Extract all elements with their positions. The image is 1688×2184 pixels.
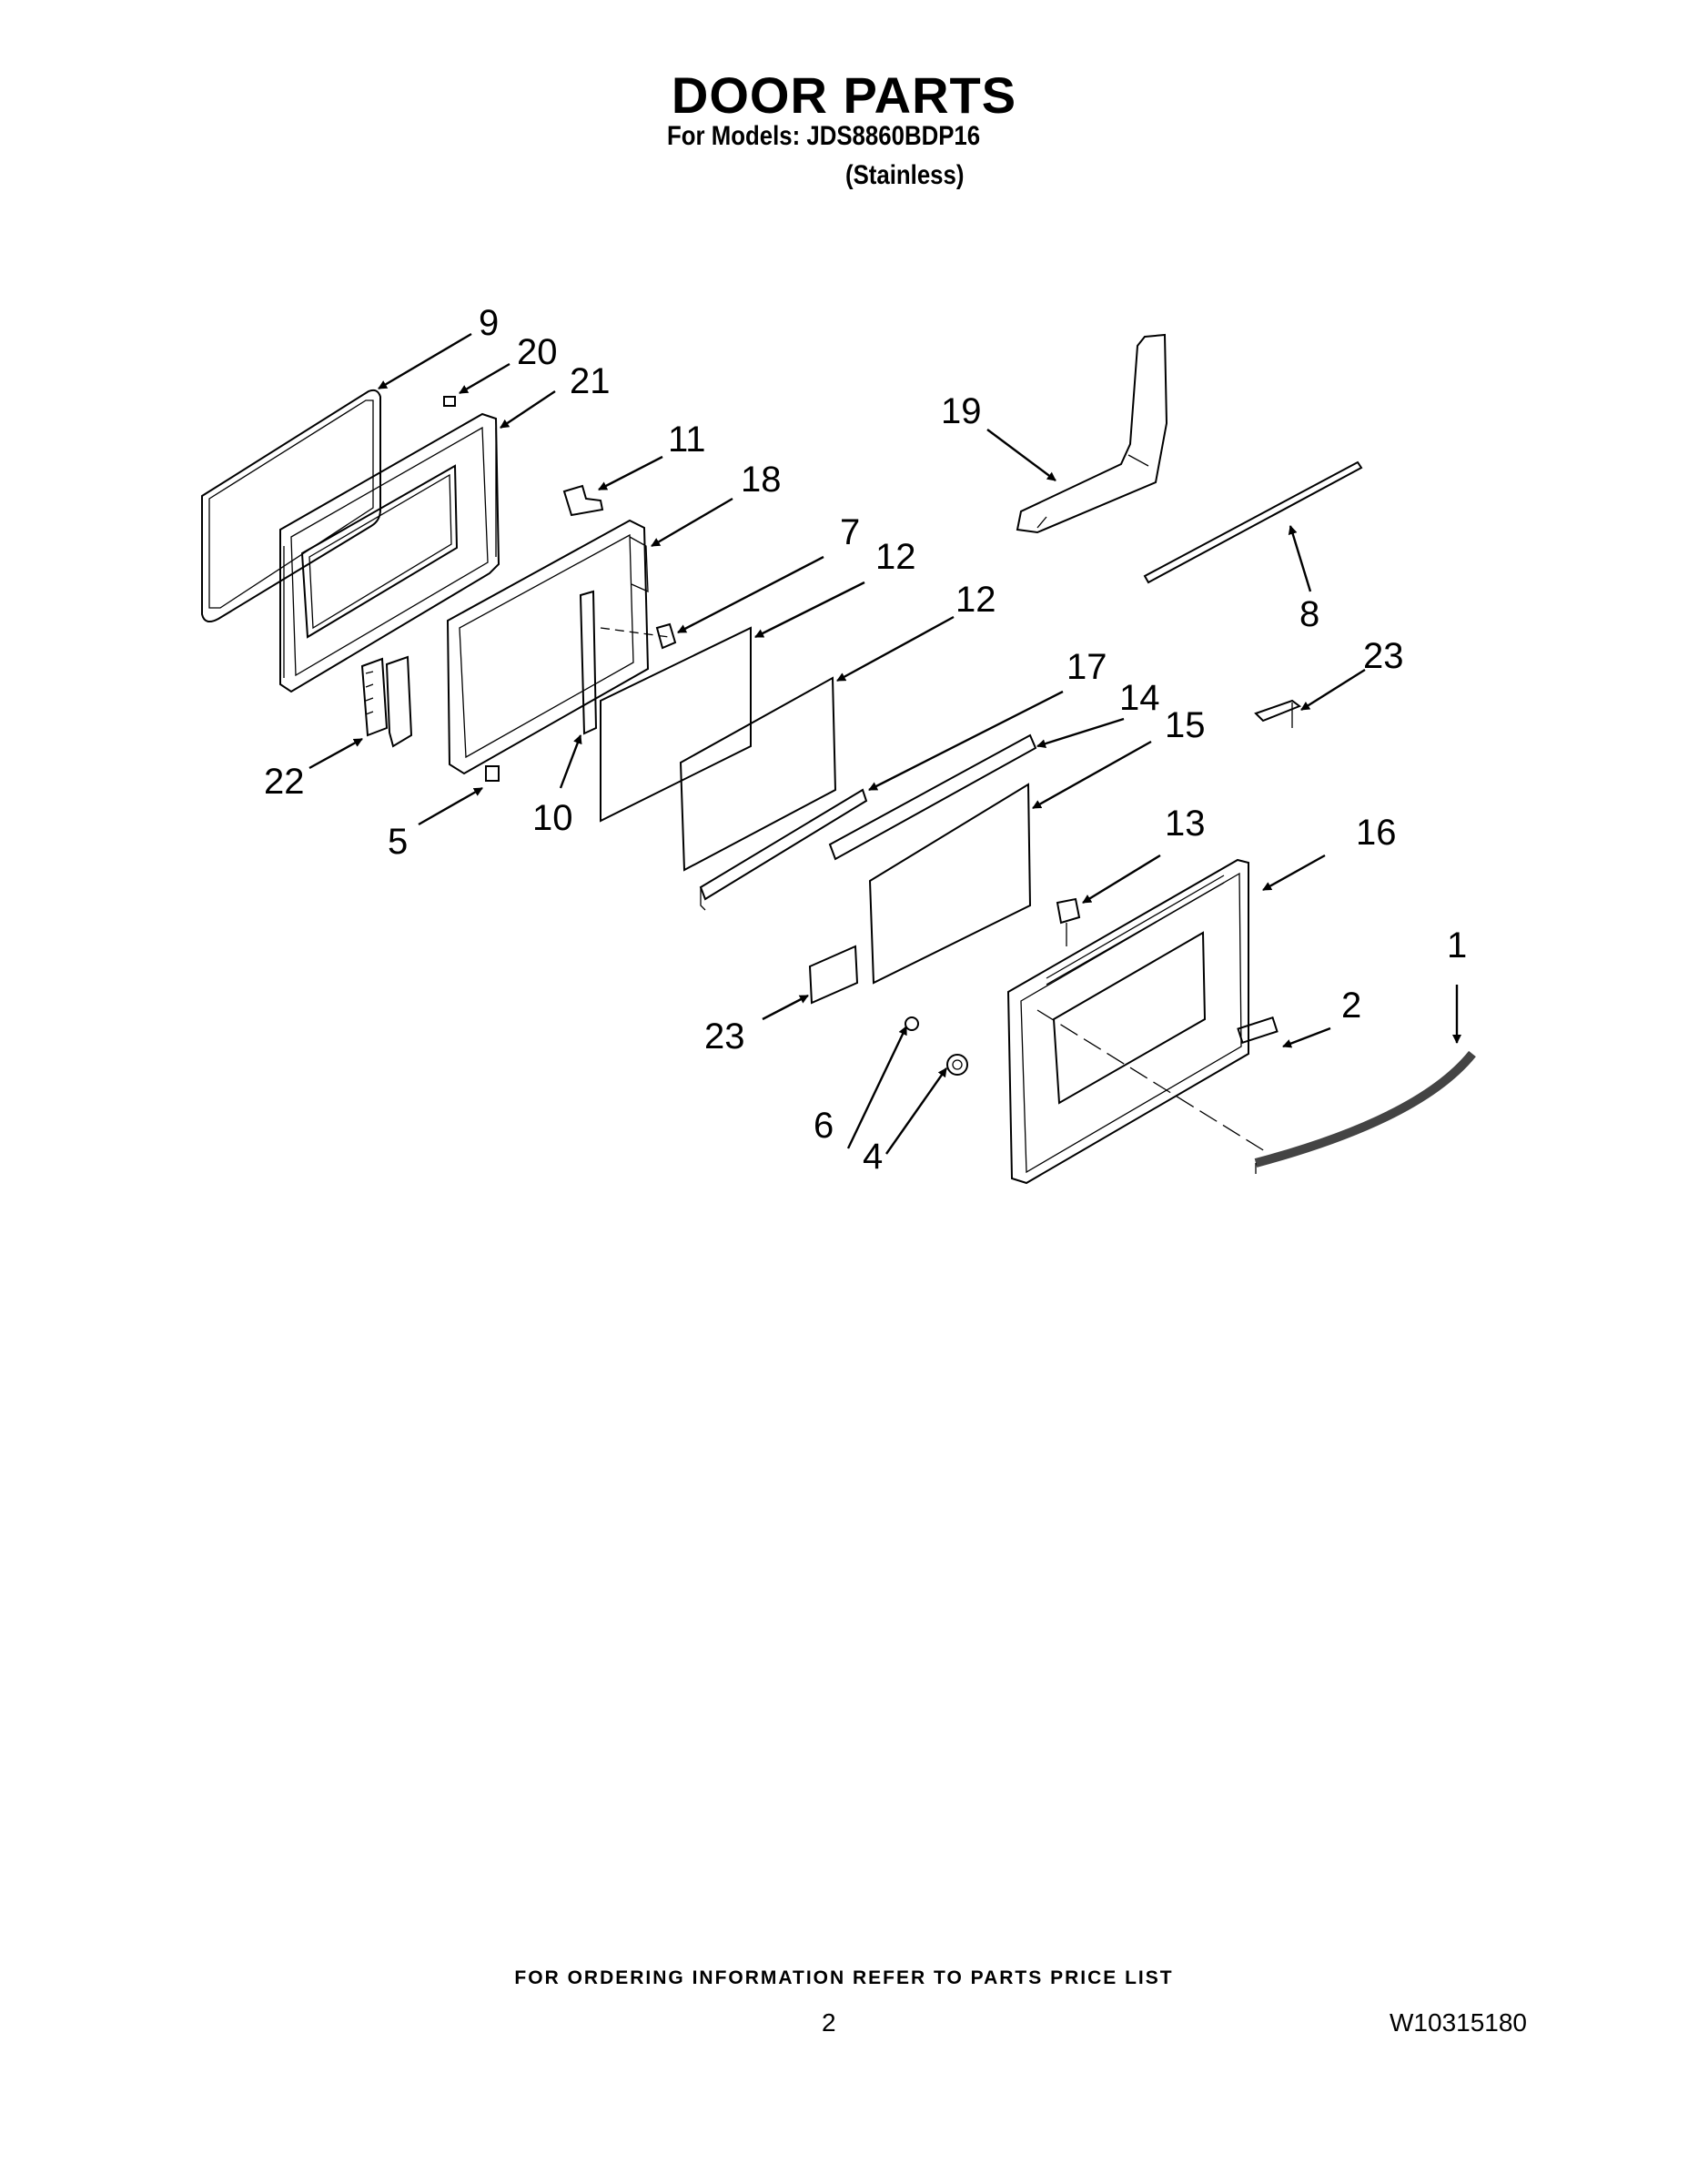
callout-20: 20 <box>517 332 558 372</box>
part-23-bracket-left <box>808 945 859 1005</box>
callout-12-a: 12 <box>875 537 916 577</box>
callout-14: 14 <box>1119 678 1160 718</box>
part-16-outer-door <box>1006 858 1249 1185</box>
variant-line: (Stainless) <box>845 160 965 190</box>
part-12-glass-right <box>679 676 837 872</box>
callout-15: 15 <box>1165 705 1206 745</box>
part-4-washer <box>946 1054 968 1076</box>
callout-labels: 9 20 21 11 18 7 12 12 17 14 15 19 8 23 2… <box>264 303 1467 1177</box>
assembly-line-dashed <box>600 627 670 638</box>
callout-6: 6 <box>814 1106 834 1146</box>
page-number: 2 <box>822 2008 836 2037</box>
part-14-trim <box>828 733 1037 861</box>
callout-4: 4 <box>863 1137 883 1177</box>
part-9-gasket <box>201 389 381 623</box>
callout-8: 8 <box>1299 594 1319 634</box>
page-title: DOOR PARTS <box>671 66 1017 124</box>
part-21-inner-door-frame <box>279 412 500 693</box>
callout-23-a: 23 <box>1363 636 1404 676</box>
callout-2: 2 <box>1341 986 1361 1026</box>
part-1-handle <box>1254 1050 1476 1174</box>
callout-21: 21 <box>570 361 611 401</box>
part-18-panel-frame <box>446 519 650 775</box>
part-17-glass-support <box>699 788 868 911</box>
part-10-bracket <box>579 590 598 735</box>
part-2-badge <box>1237 1016 1279 1045</box>
part-7-screw <box>655 622 677 650</box>
callout-9: 9 <box>479 303 499 343</box>
part-19-vent-duct <box>1016 333 1168 534</box>
callout-22: 22 <box>264 762 305 802</box>
part-11-screw <box>562 484 604 517</box>
document-number: W10315180 <box>1390 2008 1528 2037</box>
assembly-line-dashed <box>1036 1009 1266 1152</box>
part-12-glass-left <box>600 626 752 823</box>
part-22-hinge <box>360 655 413 748</box>
part-5-block <box>485 765 500 782</box>
part-23-bracket-right <box>1254 699 1302 728</box>
leader-arrows <box>308 332 1461 1155</box>
part-6-grommet <box>905 1016 919 1031</box>
part-15-glass-panel <box>868 783 1032 985</box>
callout-7: 7 <box>840 512 860 552</box>
callout-19: 19 <box>941 391 982 431</box>
callout-10: 10 <box>532 798 573 838</box>
callout-11: 11 <box>668 420 706 460</box>
part-8-seal-strip <box>1143 460 1363 584</box>
callout-12-b: 12 <box>955 580 996 620</box>
callout-16: 16 <box>1356 813 1397 853</box>
models-line: For Models: JDS8860BDP16 <box>667 121 981 151</box>
callout-23-b: 23 <box>704 1016 745 1057</box>
part-13-screw <box>1056 897 1081 946</box>
ordering-info-note: FOR ORDERING INFORMATION REFER TO PARTS … <box>514 1967 1174 1988</box>
callout-18: 18 <box>741 460 782 500</box>
callout-1: 1 <box>1447 925 1467 966</box>
callout-13: 13 <box>1165 804 1206 844</box>
callout-5: 5 <box>388 822 408 862</box>
callout-17: 17 <box>1066 647 1107 687</box>
part-20-clip <box>443 396 456 407</box>
